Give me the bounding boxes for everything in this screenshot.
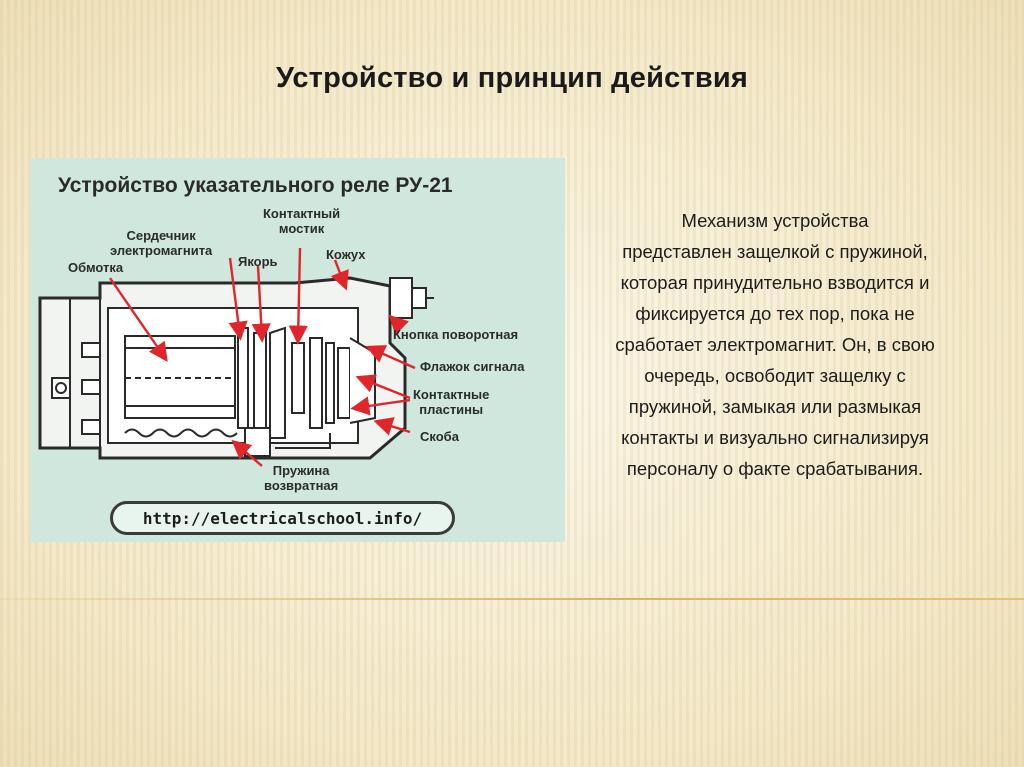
coil	[124, 335, 236, 419]
label-core: Сердечник электромагнита	[110, 228, 213, 258]
label-contact-plates: Контактные пластины	[413, 387, 490, 417]
label-winding: Обмотка	[68, 260, 124, 275]
description-line: пружиной, замыкая или размыкая	[628, 396, 922, 417]
description-line: представлен защелкой с пружиной,	[622, 241, 928, 262]
footer-divider	[0, 598, 1024, 600]
description-line: очередь, освободит защелку с	[644, 365, 906, 386]
description-line: Механизм устройства	[681, 210, 869, 231]
source-url-box: http://electricalschool.info/	[110, 501, 455, 535]
relay-drawing	[38, 247, 434, 467]
pointer-arrows	[109, 247, 416, 467]
relay-diagram: Устройство указательного реле РУ-21 Серд…	[30, 158, 565, 542]
terminals	[51, 342, 101, 435]
label-bracket: Скоба	[420, 429, 459, 444]
slide-title: Устройство и принцип действия	[275, 62, 749, 94]
label-rotary-button: Кнопка поворотная	[393, 327, 519, 342]
source-url: http://electricalschool.info/	[142, 508, 423, 528]
description-line: контакты и визуально сигнализируя	[621, 427, 929, 448]
label-casing: Кожух	[326, 247, 366, 262]
description-line: персоналу о факте срабатывания.	[626, 458, 924, 479]
description-line: сработает электромагнит. Он, в свою	[615, 334, 935, 355]
diagram-title: Устройство указательного реле РУ-21	[58, 174, 453, 197]
description-line: которая принудительно взводится и	[620, 272, 930, 293]
rotary-button-drawing	[389, 277, 434, 319]
label-signal-flag: Флажок сигнала	[420, 359, 525, 374]
label-contact-bridge: Контактный мостик	[263, 206, 341, 236]
description-text: Механизм устройства представлен защелкой…	[560, 205, 990, 484]
description-line: фиксируется до тех пор, пока не	[635, 303, 915, 324]
label-anchor: Якорь	[238, 254, 278, 269]
label-return-spring: Пружина возвратная	[264, 463, 339, 493]
